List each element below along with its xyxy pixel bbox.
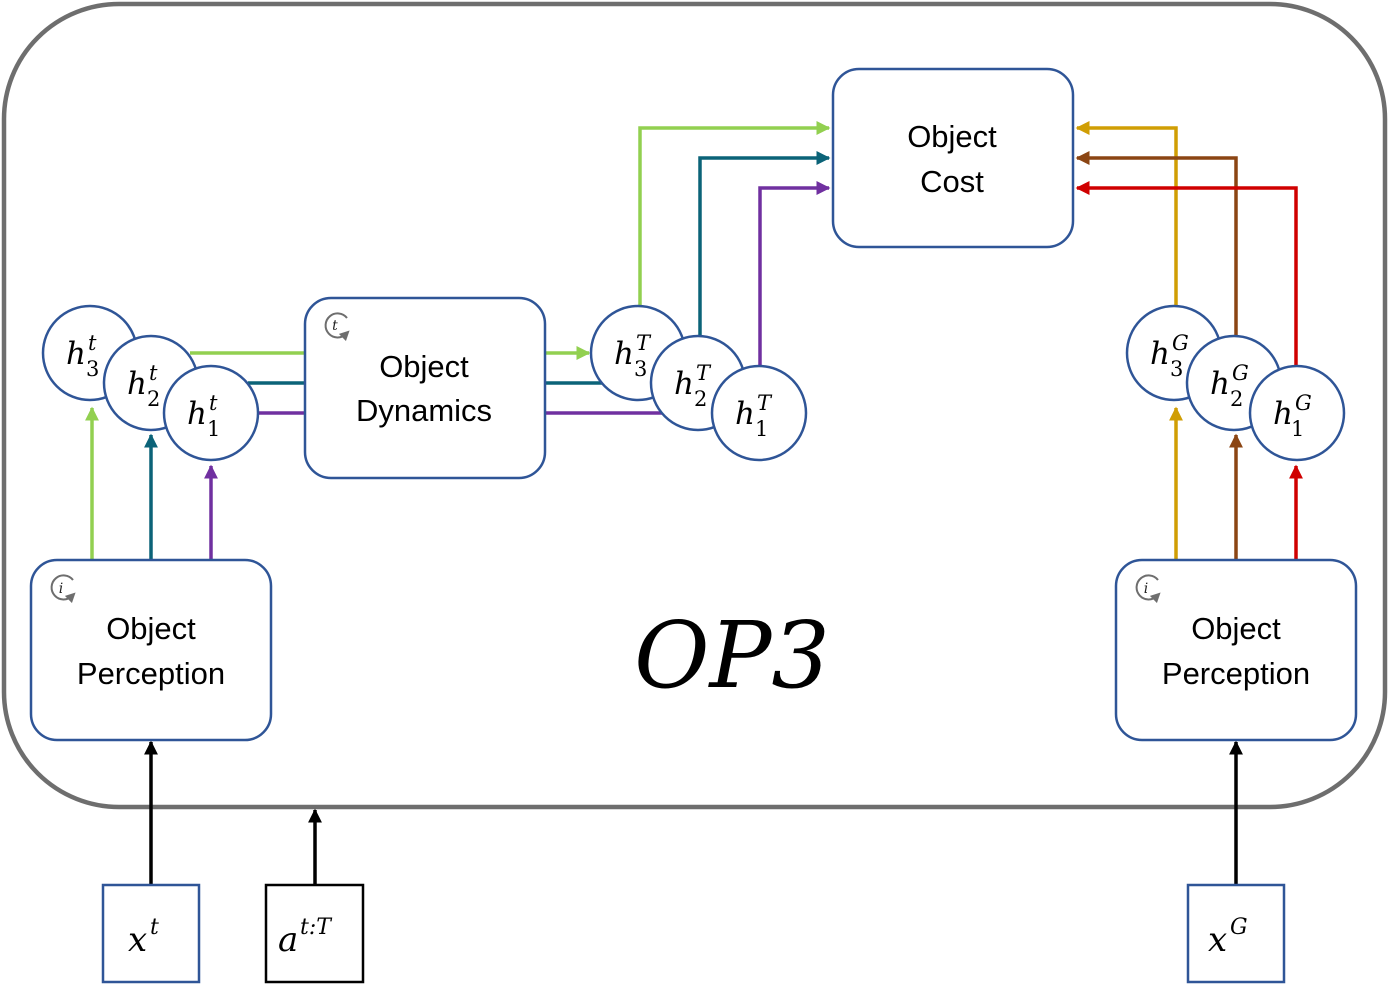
arrow-h2G-to-cost bbox=[1075, 151, 1238, 336]
arrow-h1T-to-cost bbox=[758, 181, 831, 366]
input-xG-box: x G bbox=[1186, 883, 1286, 984]
node-h1G: h G 1 bbox=[1248, 364, 1346, 462]
loop-icon: t bbox=[324, 312, 350, 342]
object-dynamics-box: t Object Dynamics bbox=[303, 296, 547, 480]
svg-text:T: T bbox=[636, 331, 652, 355]
perception-left-label-line2: Perception bbox=[77, 656, 225, 691]
svg-text:h: h bbox=[735, 396, 755, 432]
input-xt-box: x t bbox=[101, 883, 201, 984]
svg-text:G: G bbox=[1230, 915, 1248, 940]
svg-text:h: h bbox=[674, 366, 694, 402]
input-atT-box: a t:T bbox=[264, 883, 365, 984]
cost-label-line1: Object bbox=[907, 119, 997, 154]
object-perception-right-box: i Object Perception bbox=[1114, 558, 1358, 742]
perception-left-label-line1: Object bbox=[106, 611, 196, 646]
arrow-h1G-to-cost bbox=[1075, 181, 1298, 366]
svg-text:2: 2 bbox=[1230, 387, 1243, 411]
svg-text:3: 3 bbox=[86, 357, 99, 381]
op3-frame bbox=[1, 1, 1388, 810]
svg-text:t: t bbox=[88, 331, 97, 355]
svg-text:1: 1 bbox=[207, 417, 220, 441]
svg-text:h: h bbox=[1210, 366, 1230, 402]
node-h1t: h t 1 bbox=[162, 364, 260, 462]
svg-text:G: G bbox=[1295, 391, 1312, 415]
svg-text:t: t bbox=[209, 391, 218, 415]
node-h1T: h T 1 bbox=[710, 364, 808, 462]
svg-text:1: 1 bbox=[1291, 417, 1304, 441]
svg-text:t:T: t:T bbox=[300, 915, 333, 940]
dynamics-label-line2: Dynamics bbox=[356, 393, 492, 428]
object-perception-left-box: i Object Perception bbox=[29, 558, 273, 742]
svg-text:t: t bbox=[150, 915, 159, 940]
op3-title: OP3 bbox=[634, 602, 830, 709]
svg-text:2: 2 bbox=[694, 387, 707, 411]
svg-text:3: 3 bbox=[1170, 357, 1183, 381]
arrow-h3T-to-cost bbox=[638, 121, 831, 305]
svg-text:x: x bbox=[1208, 920, 1227, 960]
svg-text:3: 3 bbox=[634, 357, 647, 381]
svg-text:h: h bbox=[1273, 396, 1293, 432]
svg-text:T: T bbox=[696, 361, 712, 385]
arrow-h2T-to-cost bbox=[698, 151, 831, 336]
svg-text:a: a bbox=[278, 920, 298, 960]
perception-right-label-line1: Object bbox=[1191, 611, 1281, 646]
svg-text:h: h bbox=[127, 366, 147, 402]
cost-label-line2: Cost bbox=[920, 164, 984, 199]
svg-text:G: G bbox=[1172, 331, 1189, 355]
svg-text:h: h bbox=[1150, 336, 1170, 372]
svg-text:G: G bbox=[1232, 361, 1249, 385]
dynamics-label-line1: Object bbox=[379, 349, 469, 384]
perception-left-iter-symbol: i bbox=[59, 581, 63, 597]
perception-right-label-line2: Perception bbox=[1162, 656, 1310, 691]
svg-text:h: h bbox=[66, 336, 86, 372]
svg-text:t: t bbox=[149, 361, 158, 385]
svg-text:1: 1 bbox=[755, 417, 768, 441]
perception-right-iter-symbol: i bbox=[1144, 581, 1148, 597]
dynamics-iter-symbol: t bbox=[332, 318, 338, 334]
svg-text:h: h bbox=[614, 336, 634, 372]
loop-icon: i bbox=[50, 574, 76, 604]
svg-text:x: x bbox=[128, 920, 147, 960]
svg-text:2: 2 bbox=[147, 387, 160, 411]
arrow-h3G-to-cost bbox=[1075, 121, 1178, 305]
svg-text:T: T bbox=[757, 391, 773, 415]
object-cost-box: Object Cost bbox=[831, 67, 1075, 249]
svg-text:h: h bbox=[187, 396, 207, 432]
loop-icon: i bbox=[1135, 574, 1161, 604]
